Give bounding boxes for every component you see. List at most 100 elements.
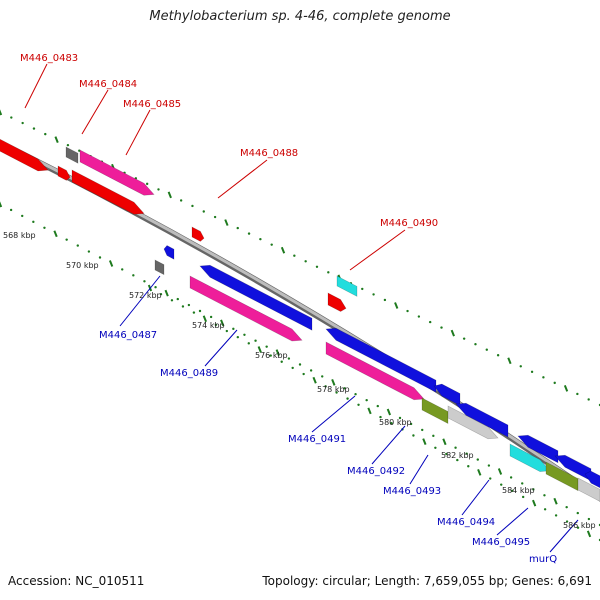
ruler-dots <box>0 109 600 542</box>
ruler-dot <box>576 511 579 515</box>
gene-feature-light-gray <box>577 477 600 502</box>
ruler-dot <box>409 422 413 426</box>
ruler-dot <box>287 357 291 360</box>
ruler-dot <box>474 342 477 346</box>
ruler-dot <box>565 520 569 523</box>
ruler-dot <box>485 348 488 351</box>
ruler-dot <box>428 320 432 324</box>
ruler-dot <box>489 477 492 480</box>
gene-feature-pink <box>189 275 303 342</box>
ruler-tick <box>167 191 172 199</box>
ruler-tick <box>553 497 558 505</box>
ruler-tick <box>497 468 503 475</box>
ruler-dot <box>372 293 375 296</box>
ruler-dot <box>44 132 47 136</box>
gene-label-reverse[interactable]: murQ <box>529 554 557 565</box>
ruler-tick <box>422 438 427 446</box>
ruler-dot <box>181 305 185 308</box>
gene-feature-blue <box>554 454 592 482</box>
gene-label-forward[interactable]: M446_0483 <box>20 53 78 64</box>
ruler-dot <box>357 403 360 406</box>
ruler-dot <box>565 505 568 509</box>
ruler-dot <box>9 208 13 212</box>
ruler-tick <box>394 302 399 309</box>
ruler-dot <box>157 188 160 191</box>
kbp-tick-label: 576 kbp <box>255 351 288 360</box>
leader-line <box>217 159 268 199</box>
ruler-tick <box>164 289 169 297</box>
gene-label-reverse[interactable]: M446_0491 <box>288 434 346 445</box>
accession-label: Accession: NC_010511 <box>8 574 145 588</box>
ruler-dot <box>145 182 149 186</box>
ruler-dot <box>553 381 556 385</box>
gene-feature-red <box>327 292 347 312</box>
ruler-tick <box>442 438 447 446</box>
reverse-gene-labels: M446_0487 M446_0489 M446_0491 M446_0492 … <box>99 330 557 565</box>
gene-feature-olive <box>545 461 579 492</box>
ruler-dot <box>304 260 307 263</box>
ruler-dot <box>456 458 459 462</box>
gene-label-forward[interactable]: M446_0485 <box>123 99 181 110</box>
gene-label-reverse[interactable]: M446_0489 <box>160 368 218 379</box>
gene-label-forward[interactable]: M446_0484 <box>79 79 137 90</box>
gene-feature-gray <box>154 259 165 276</box>
gene-label-reverse[interactable]: M446_0492 <box>347 466 405 477</box>
gene-label-reverse[interactable]: M446_0487 <box>99 330 157 341</box>
ruler-tick <box>108 260 114 267</box>
gene-feature-blue <box>163 245 175 260</box>
ruler-dot <box>519 365 522 368</box>
ruler-dot <box>543 494 546 497</box>
gene-label-forward[interactable]: M446_0488 <box>240 148 298 159</box>
ruler-dot <box>179 199 183 202</box>
ruler-dot <box>209 315 213 319</box>
ruler-dot <box>176 297 179 301</box>
ruler-dot <box>554 514 558 517</box>
ruler-dot <box>202 210 205 213</box>
ruler-dot <box>78 149 81 152</box>
gene-feature-blue <box>517 434 559 464</box>
ruler-tick <box>386 408 392 416</box>
ruler-dot <box>121 268 124 271</box>
ruler-dot <box>327 271 330 274</box>
ruler-dot <box>487 464 491 467</box>
ruler-dot <box>343 387 346 390</box>
ruler-tick <box>0 109 3 116</box>
ruler-dot <box>361 287 364 291</box>
ruler-dot <box>154 286 157 289</box>
ruler-dot <box>243 333 246 336</box>
leader-line <box>461 479 490 516</box>
ruler-dot <box>521 495 525 499</box>
gene-label-reverse[interactable]: M446_0495 <box>472 537 530 548</box>
ruler-dot <box>532 488 535 491</box>
gene-label-forward[interactable]: M446_0490 <box>380 218 438 229</box>
ruler-dot <box>132 274 135 277</box>
gene-feature-light-gray <box>447 405 499 440</box>
gene-label-reverse[interactable]: M446_0494 <box>437 517 495 528</box>
ruler-tick <box>53 230 58 238</box>
ruler-dot <box>335 391 338 394</box>
ruler-dot <box>32 127 36 130</box>
ruler-dot <box>476 458 479 461</box>
ruler-dot <box>542 376 545 379</box>
ruler-dot <box>298 363 302 366</box>
gene-feature-blue <box>455 402 509 438</box>
kbp-tick-label: 580 kbp <box>379 418 412 427</box>
ruler-dot <box>406 309 409 313</box>
gene-feature-red <box>57 165 71 181</box>
gene-feature-gray <box>65 146 79 164</box>
ruler-dot <box>412 434 415 437</box>
ruler-dot <box>390 422 393 425</box>
ruler-dot <box>417 315 421 318</box>
ruler-dot <box>521 482 524 485</box>
gene-label-reverse[interactable]: M446_0493 <box>383 486 441 497</box>
ruler-dot <box>440 326 443 329</box>
gene-feature-blue <box>199 264 313 331</box>
gene-feature-pink <box>79 149 155 196</box>
kbp-tick-label: 582 kbp <box>441 451 474 460</box>
ruler-tick <box>224 219 229 226</box>
ruler-dot <box>376 404 379 408</box>
leader-line <box>81 89 109 135</box>
ruler-tick <box>275 349 280 356</box>
leader-line <box>349 229 406 271</box>
